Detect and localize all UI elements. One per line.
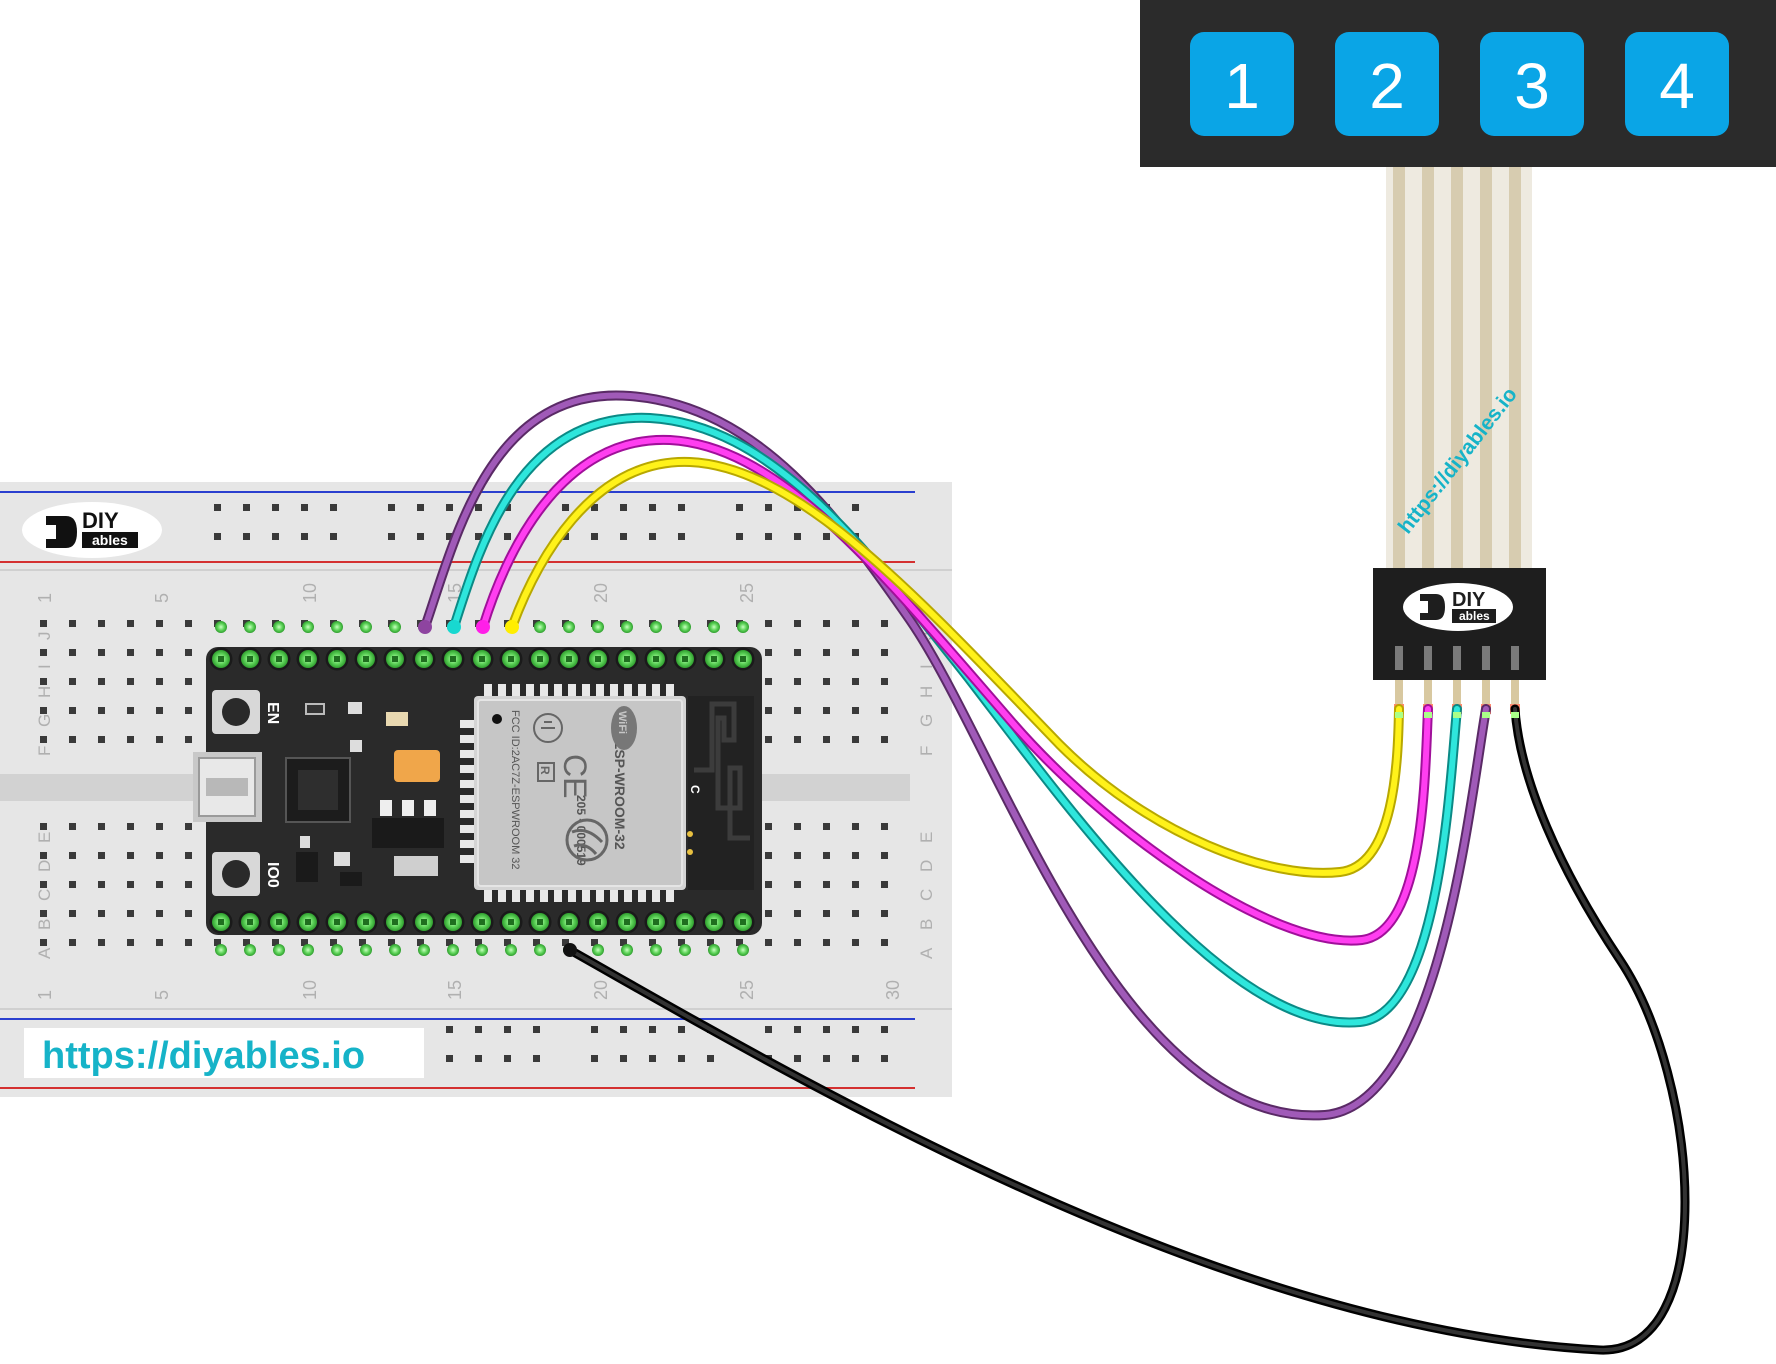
svg-text:A: A [35, 947, 54, 959]
svg-text:D: D [917, 860, 936, 872]
svg-text:G: G [917, 714, 936, 727]
pcb-antenna: C [687, 696, 754, 890]
svg-text:C: C [35, 889, 54, 901]
svg-text:CE: CE [557, 754, 593, 798]
en-button: EN [212, 690, 281, 734]
svg-text:H: H [917, 686, 936, 698]
svg-text:E: E [35, 832, 54, 843]
esp-wroom-module: FCC ID:2AC7Z-ESPWROOM 32 205 - 000519 ES… [474, 696, 686, 890]
wire-purple [420, 390, 1491, 1121]
svg-text:E: E [917, 832, 936, 843]
svg-text:1: 1 [35, 990, 55, 1000]
svg-text:B: B [917, 919, 936, 930]
wire-magenta [478, 434, 1433, 946]
en-label: EN [264, 702, 281, 724]
svg-text:20: 20 [591, 583, 611, 603]
svg-text:WiFi: WiFi [616, 711, 628, 734]
esp32-board: EN IO0 [193, 647, 762, 935]
svg-text:B: B [35, 919, 54, 930]
usb-port [193, 752, 262, 822]
svg-text:10: 10 [300, 583, 320, 603]
module-pads [460, 684, 674, 902]
svg-text:15: 15 [445, 980, 465, 1000]
bottom-power-rail-holes [428, 1024, 898, 1082]
column-numbers-bottom: 1 5 10 15 20 25 30 [35, 980, 903, 1000]
svg-text:5: 5 [152, 593, 172, 603]
connector-logo-bottom: ables [1459, 609, 1490, 623]
r-mark: R [537, 762, 555, 782]
connector-logo-top: DIY [1452, 589, 1486, 611]
keypad-key-label: 3 [1514, 50, 1550, 122]
breadboard-logo: DIY ables [22, 502, 162, 558]
svg-text:H: H [35, 686, 54, 698]
breadboard-logo-top: DIY [82, 508, 119, 533]
svg-text:I: I [917, 664, 936, 669]
svg-text:I: I [35, 664, 54, 669]
wifi-logo: WiFi [611, 706, 637, 750]
svg-text:20: 20 [591, 980, 611, 1000]
breadboard-logo-bottom: ables [92, 532, 128, 548]
svg-text:R: R [538, 766, 552, 775]
antenna-c-label: C [688, 785, 702, 794]
io0-button: IO0 [212, 852, 281, 896]
svg-text:J: J [917, 632, 936, 641]
ce-mark: CE [557, 754, 593, 798]
svg-text:F: F [917, 746, 936, 756]
ground-symbol-icon [533, 713, 563, 743]
io0-label: IO0 [264, 862, 281, 888]
svg-text:1: 1 [35, 593, 55, 603]
svg-text:G: G [35, 714, 54, 727]
svg-text:C: C [917, 889, 936, 901]
breadboard-watermark: https://diyables.io [24, 1028, 424, 1078]
svg-text:J: J [35, 632, 54, 641]
keypad-key-label: 4 [1659, 50, 1695, 122]
svg-text:F: F [35, 746, 54, 756]
module-fcc-text: FCC ID:2AC7Z-ESPWROOM 32 [509, 710, 521, 870]
keypad-key-label: 2 [1369, 50, 1405, 122]
pcb-components [285, 702, 444, 886]
keypad-key-4[interactable]: 4 [1625, 32, 1729, 136]
wire-black [565, 704, 1690, 1355]
svg-text:https://diyables.io: https://diyables.io [42, 1035, 365, 1077]
keypad-ribbon-cable: https://diyables.io [1386, 167, 1532, 570]
row-letters: J I H G F E D C B A J I H G F E D C B A [35, 632, 936, 960]
espressif-logo-icon [565, 818, 609, 862]
svg-text:25: 25 [737, 583, 757, 603]
wire-endpoints [418, 620, 1519, 957]
svg-text:25: 25 [737, 980, 757, 1000]
connector-logo-mark [1420, 594, 1445, 620]
keypad-key-3[interactable]: 3 [1480, 32, 1584, 136]
keypad-key-2[interactable]: 2 [1335, 32, 1439, 136]
svg-text:D: D [35, 860, 54, 872]
keypad-connector: DIY ables [1373, 568, 1546, 714]
svg-text:5: 5 [152, 990, 172, 1000]
svg-text:30: 30 [883, 980, 903, 1000]
wire-yellow [507, 456, 1404, 878]
jumper-wires [420, 390, 1690, 1355]
svg-text:A: A [917, 947, 936, 959]
keypad-key-1[interactable]: 1 [1190, 32, 1294, 136]
module-name: ESP-WROOM-32 [612, 740, 628, 850]
svg-text:10: 10 [300, 980, 320, 1000]
keypad-key-label: 1 [1224, 50, 1260, 122]
membrane-keypad: 1 2 3 4 https://diyables.io DIY ables [1140, 0, 1776, 714]
